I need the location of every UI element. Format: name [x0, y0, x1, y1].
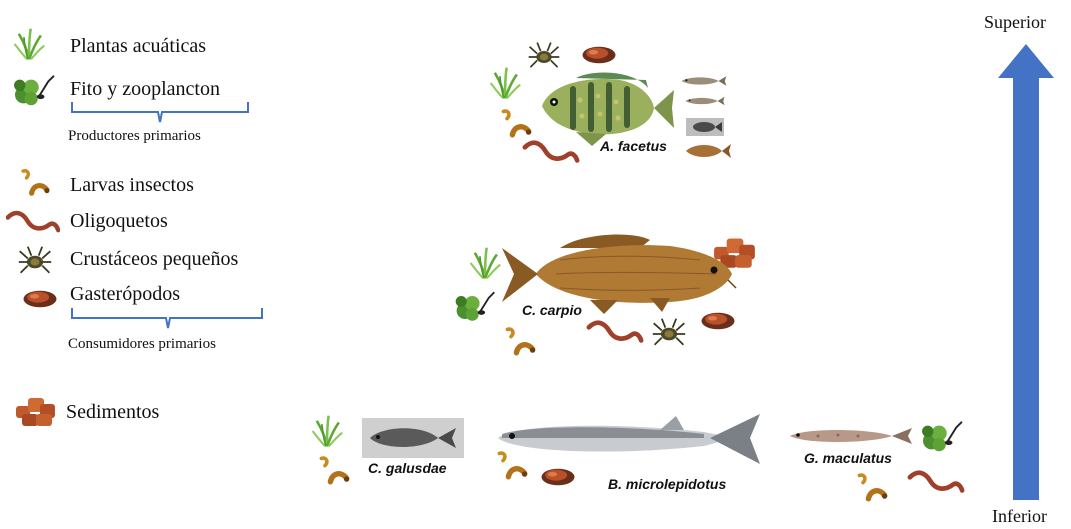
axis-top-label: Superior — [984, 12, 1046, 33]
sediment-icon — [14, 392, 58, 428]
insect-larva-icon — [494, 448, 530, 484]
legend-label-oligoquetos: Oligoquetos — [70, 210, 168, 233]
oligochaete-worm-icon — [906, 468, 966, 496]
legend-label-sedimentos: Sedimentos — [66, 401, 159, 424]
axis-bottom-label: Inferior — [992, 506, 1047, 527]
a-facetus-fish-icon — [536, 70, 676, 148]
g-maculatus-fish-icon — [788, 424, 914, 448]
prey-carp-icon — [684, 142, 732, 160]
gastropod-icon — [20, 288, 60, 310]
primary-producers-label: Productores primarios — [68, 128, 201, 145]
oligochaete-worm-icon — [6, 208, 60, 236]
plankton-icon — [10, 72, 58, 110]
trophic-level-arrow — [996, 44, 1056, 500]
species-label-c-carpio: C. carpio — [522, 302, 582, 318]
gastropod-icon — [580, 44, 618, 66]
legend-label-crustaceos: Crustáceos pequeños — [70, 248, 238, 271]
legend-label-larvas: Larvas insectos — [70, 174, 194, 197]
c-galusdae-fish-icon — [362, 418, 464, 458]
aquatic-plant-icon — [488, 64, 522, 102]
crustacean-icon — [16, 244, 54, 280]
plankton-icon — [452, 288, 498, 326]
insect-larva-icon — [18, 166, 52, 200]
plankton-icon — [918, 418, 966, 456]
b-microlepidotus-fish-icon — [494, 410, 764, 470]
crustacean-icon — [526, 40, 562, 74]
aquatic-plant-icon — [468, 244, 502, 282]
prey-fish-thumbnail-icon — [686, 118, 724, 136]
primary-producers-bracket — [70, 100, 250, 124]
insect-larva-icon — [502, 324, 538, 360]
prey-fish-icon — [684, 94, 726, 108]
legend-label-plantas: Plantas acuáticas — [70, 35, 206, 58]
aquatic-plant-icon — [310, 412, 344, 450]
insect-larva-icon — [854, 470, 890, 506]
gastropod-icon — [538, 466, 578, 488]
species-label-c-galusdae: C. galusdae — [368, 460, 447, 476]
legend-label-gasteropodos: Gasterópodos — [70, 283, 180, 306]
species-label-a-facetus: A. facetus — [600, 138, 667, 154]
crustacean-icon — [650, 316, 688, 352]
oligochaete-worm-icon — [584, 318, 646, 346]
species-label-g-maculatus: G. maculatus — [804, 450, 892, 466]
aquatic-plant-icon — [12, 26, 46, 62]
insect-larva-icon — [498, 106, 534, 142]
prey-fish-icon — [680, 74, 728, 88]
legend-label-plancton: Fito y zooplancton — [70, 78, 220, 101]
primary-consumers-bracket — [70, 306, 266, 330]
insect-larva-icon — [316, 452, 352, 490]
primary-consumers-label: Consumidores primarios — [68, 336, 216, 353]
species-label-b-microlepidotus: B. microlepidotus — [608, 476, 726, 492]
